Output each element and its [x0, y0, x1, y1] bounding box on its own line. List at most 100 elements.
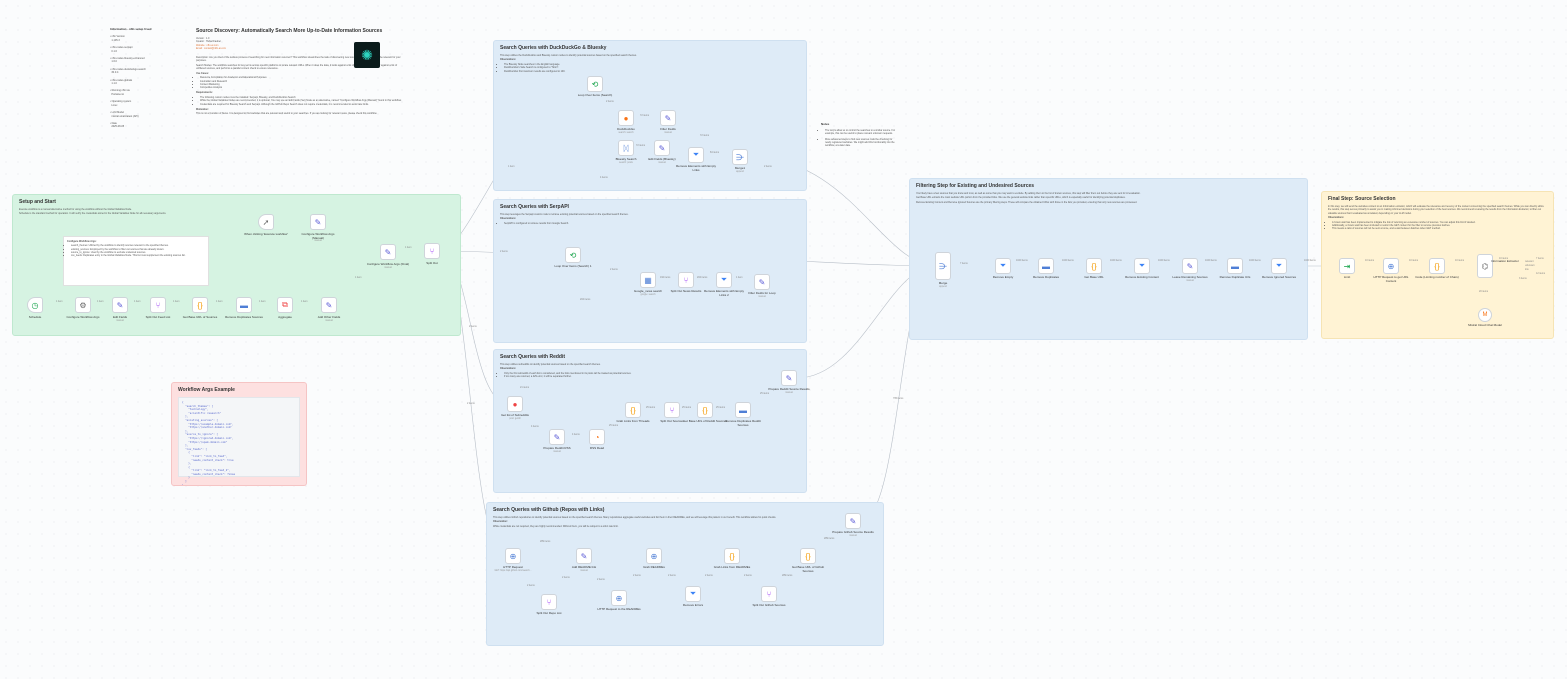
pencil-icon: ✎	[553, 432, 561, 442]
sticky-note-main[interactable]: Source Discovery: Automatically Search M…	[190, 24, 408, 184]
sticky-note-ddg[interactable]: Search Queries with DuckDuckGo & Bluesky…	[493, 40, 807, 191]
code-limiting-chars-node[interactable]: {}	[1429, 258, 1445, 274]
output-label: low	[1525, 268, 1529, 271]
aggregate-node[interactable]: ⧉	[277, 297, 293, 313]
prepare-github-results-node[interactable]: ✎	[845, 513, 861, 529]
code-braces-icon: {}	[729, 551, 735, 561]
add-readme-link-node[interactable]: ✎	[576, 548, 592, 564]
grab-links-threads-node[interactable]: {}	[625, 402, 641, 418]
info-row: • Date 2025-08-05	[110, 121, 125, 129]
clock-icon: ◷	[31, 300, 39, 310]
loop-over-items-search-node[interactable]: ⟲	[587, 76, 603, 92]
configure-args-manual-node[interactable]: ✎	[310, 214, 326, 230]
edge-item-count: 12 items	[1536, 272, 1546, 275]
mistral-chat-model-node[interactable]: M	[1478, 308, 1492, 322]
edge-item-count: 1040 items	[1304, 259, 1316, 262]
split-out-repo-node[interactable]: ⑂	[541, 594, 557, 610]
edge-item-count: 2 items	[744, 574, 752, 577]
google-news-search-node[interactable]: ▦	[640, 272, 656, 288]
pencil-icon: ✎	[314, 217, 322, 227]
aggregate-icon: ⧉	[282, 300, 288, 309]
duckduckgo-node[interactable]: ●	[618, 110, 634, 126]
split-out-sources-node[interactable]: ⑂	[664, 402, 680, 418]
edge-item-count: 25 items	[716, 406, 726, 409]
filter-fields-loop-node[interactable]: ✎	[754, 274, 770, 290]
schedule-node[interactable]: ◷	[27, 297, 43, 313]
configure-args-final-node[interactable]: ✎	[380, 244, 396, 260]
edge-item-count: 1 item	[355, 276, 362, 279]
get-base-url-node[interactable]: {}	[1086, 258, 1102, 274]
remove-duplicate-urls-node[interactable]: ▬	[1227, 258, 1243, 274]
split-out-node[interactable]: ⑂	[424, 243, 440, 259]
bluesky-search-node[interactable]: ᛞ	[618, 140, 634, 156]
limit-node[interactable]: ⇥	[1339, 258, 1355, 274]
merge-node[interactable]: ⋺	[935, 252, 951, 280]
rss-icon: ◔	[594, 432, 600, 442]
remove-duplicates-reddit-node[interactable]: ▬	[735, 402, 751, 418]
grab-links-readmes-node[interactable]: {}	[724, 548, 740, 564]
information-extractor-node[interactable]: ⌬	[1477, 254, 1493, 278]
remove-empty-links2-node[interactable]: ⏷	[716, 272, 732, 288]
args-example-title: Workflow Args Example	[178, 387, 235, 393]
loop-icon: ⟲	[569, 250, 577, 260]
remove-errors-node[interactable]: ⏷	[685, 586, 701, 602]
info-row: • n8n-nodes-bluesky-enhanced 1.6.0	[110, 57, 145, 64]
edge-item-count: 289 items	[824, 537, 835, 540]
edge-item-count: 2 items	[764, 165, 772, 168]
pencil-icon: ✎	[1186, 261, 1194, 271]
sticky-note-args-example[interactable]: Workflow Args Example { "search_themes":…	[171, 382, 307, 486]
dedupe-icon: ▬	[739, 405, 747, 415]
grab-readmes-node[interactable]: ⊕	[646, 548, 662, 564]
leave-remaining-sources-node[interactable]: ✎	[1182, 258, 1198, 274]
pencil-icon: ✎	[116, 300, 124, 310]
split-out-feed-node[interactable]: ⑂	[150, 297, 166, 313]
configure-workflow-args-node[interactable]: ⚙	[75, 297, 91, 313]
edge-item-count: 25 items	[760, 392, 770, 395]
sticky-note-github[interactable]: Search Queries with Github (Repos with L…	[486, 502, 884, 646]
get-base-url-reddit-node[interactable]: {}	[697, 402, 713, 418]
merge1-node[interactable]: ⋺	[732, 149, 748, 165]
edit-fields-node[interactable]: ✎	[112, 297, 128, 313]
http-get-url-content-node[interactable]: ⊕	[1383, 258, 1399, 274]
split-out-github-node[interactable]: ⑂	[761, 586, 777, 602]
sticky-note-reddit[interactable]: Search Queries with Reddit This step uti…	[493, 349, 807, 493]
filter-icon: ⏷	[720, 275, 728, 284]
dedupe-icon: ▬	[240, 300, 248, 310]
split-icon: ⑂	[429, 246, 435, 256]
edge-item-count: 2 items	[705, 574, 713, 577]
rss-read-node[interactable]: ◔	[589, 429, 605, 445]
edge-item-count: 21 items	[520, 386, 530, 389]
get-subreddits-node[interactable]: ●	[507, 396, 523, 412]
http-request-readmes-node[interactable]: ⊕	[611, 590, 627, 606]
sticky-note-notes[interactable]: Notes The loop's allow us to control the…	[815, 118, 905, 178]
split-out-news-node[interactable]: ⑂	[678, 272, 694, 288]
edit-fields-bluesky-node[interactable]: ✎	[654, 140, 670, 156]
edge-item-count: 2 items	[500, 250, 508, 253]
setup-info-panel: Information - n8n setup Used • n8n Versi…	[110, 27, 180, 133]
prepare-reddit-rss-node[interactable]: ✎	[549, 429, 565, 445]
configure-args-card: Configure Workflow Args: search_themes: …	[63, 236, 209, 286]
remove-empty-links-node[interactable]: ⏷	[688, 147, 704, 163]
filter-fields-node[interactable]: ✎	[660, 110, 676, 126]
search-grid-icon: ▦	[644, 275, 652, 285]
add-other-fields-node[interactable]: ✎	[321, 297, 337, 313]
manual-trigger-node[interactable]: ➚	[258, 214, 274, 230]
gear-icon: ⚙	[79, 300, 87, 310]
prepare-reddit-results-node[interactable]: ✎	[781, 370, 797, 386]
remove-empty-node[interactable]: ⏷	[995, 258, 1011, 274]
setup-info-title: Information - n8n setup Used	[110, 27, 152, 31]
butterfly-icon: ᛞ	[623, 143, 629, 153]
remove-ignored-sources-node[interactable]: ⏷	[1271, 258, 1287, 274]
remove-duplicates-sources-node[interactable]: ▬	[236, 297, 252, 313]
loop-over-items-search1-node[interactable]: ⟲	[565, 247, 581, 263]
remove-duplicates-node[interactable]: ▬	[1038, 258, 1054, 274]
edge-item-count: 1040 items	[1158, 259, 1170, 262]
sticky-note-serpapi[interactable]: Search Queries with SerpAPI This step le…	[493, 199, 807, 343]
edge-item-count: 289 items	[540, 540, 551, 543]
remove-existing-content-node[interactable]: ⏷	[1134, 258, 1150, 274]
get-base-url-sources-node[interactable]: {}	[192, 297, 208, 313]
http-request-github-node[interactable]: ⊕	[505, 548, 521, 564]
get-base-url-github-node[interactable]: {}	[800, 548, 816, 564]
edge-item-count: 1 item	[405, 246, 412, 249]
